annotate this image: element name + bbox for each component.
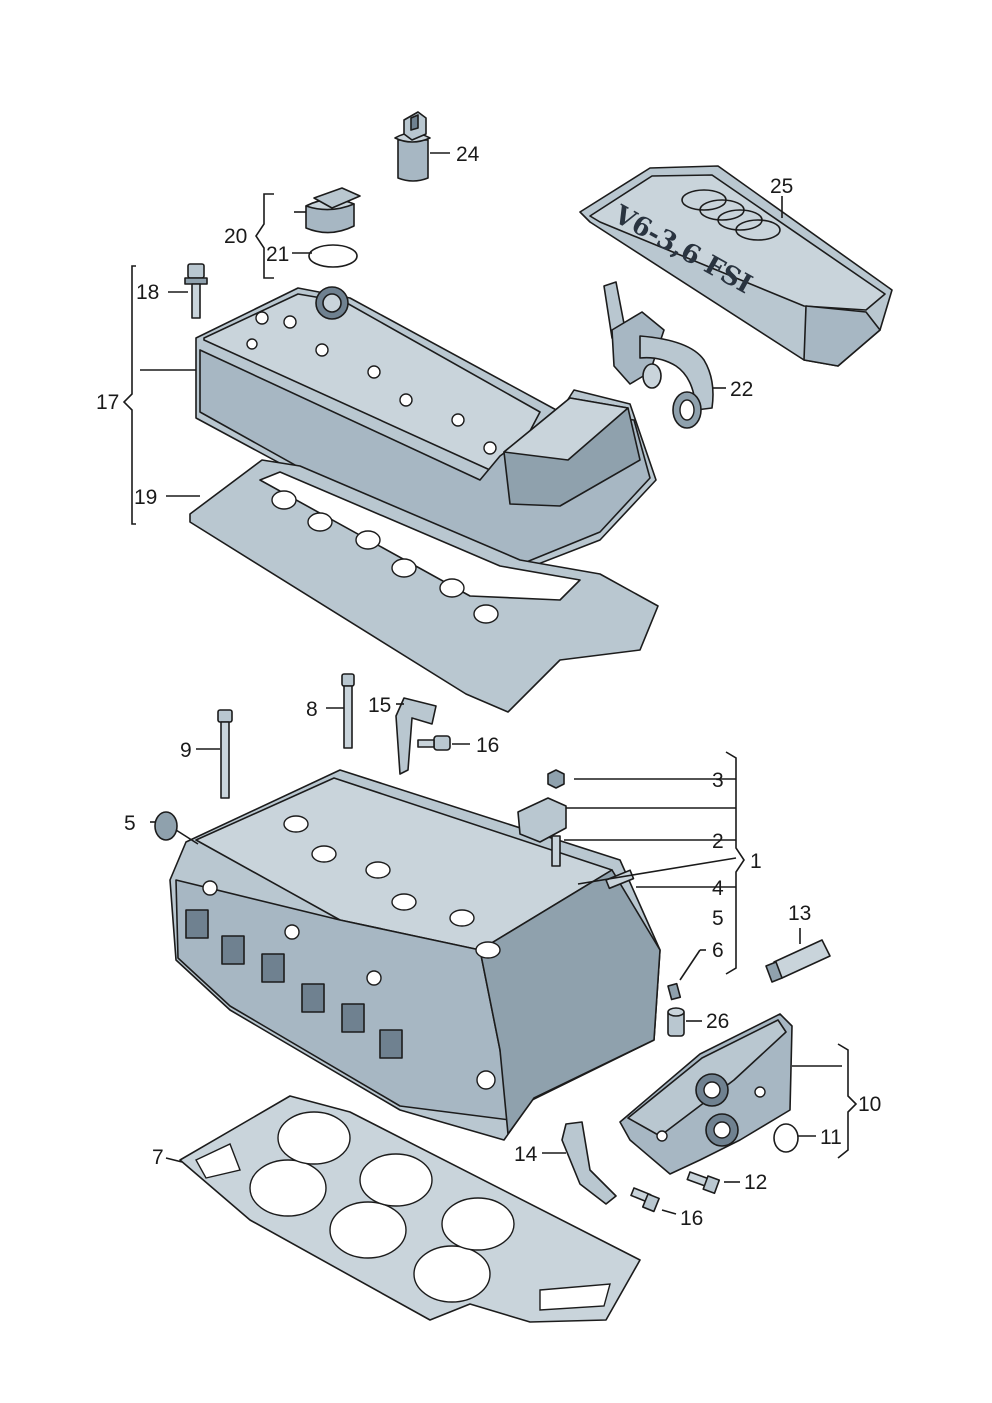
label-16-lower: 16 — [680, 1207, 703, 1230]
part-24-plug — [394, 111, 431, 182]
label-8: 8 — [306, 698, 318, 721]
part-11-seal-ring — [773, 1123, 799, 1153]
label-10: 10 — [858, 1093, 881, 1116]
part-1-bearing-cap — [517, 797, 567, 843]
label-5-left: 5 — [124, 812, 136, 835]
label-4: 4 — [712, 877, 724, 900]
label-14: 14 — [514, 1143, 538, 1166]
label-13: 13 — [788, 902, 811, 925]
label-17: 17 — [96, 391, 119, 414]
part-12-bolt — [686, 1171, 721, 1195]
part-18-bolt — [184, 263, 208, 319]
label-19: 19 — [134, 486, 157, 509]
part-3-nut — [547, 769, 565, 789]
part-17-valve-cover — [195, 286, 657, 579]
label-1: 1 — [750, 850, 762, 873]
part-5-plug — [154, 811, 178, 841]
label-24: 24 — [456, 143, 480, 166]
leader-lines — [122, 152, 858, 1215]
part-22-breather-hose — [603, 281, 714, 429]
label-3: 3 — [712, 769, 724, 792]
part-16-bolt-lower — [630, 1187, 660, 1213]
label-6: 6 — [712, 939, 724, 962]
part-21-o-ring — [308, 244, 358, 268]
label-18: 18 — [136, 281, 159, 304]
label-7: 7 — [152, 1146, 164, 1169]
label-15: 15 — [368, 694, 391, 717]
part-16-bolt-upper — [417, 735, 451, 751]
label-22: 22 — [730, 378, 753, 401]
label-12: 12 — [744, 1171, 767, 1194]
label-25: 25 — [770, 175, 793, 198]
label-2: 2 — [712, 830, 724, 853]
part-labels: 24 25 20 21 18 17 22 19 15 8 16 9 3 5 2 … — [96, 143, 881, 1230]
part-10-timing-cover — [619, 1013, 793, 1175]
part-2-stud — [551, 835, 561, 867]
part-7-head-gasket — [179, 1095, 641, 1323]
part-1-cylinder-head — [169, 769, 661, 1141]
part-6-pin — [667, 982, 682, 1001]
part-14-bracket — [561, 1121, 617, 1205]
part-20-filler-cap — [305, 187, 361, 234]
part-15-bracket — [395, 697, 437, 775]
label-5-right: 5 — [712, 907, 724, 930]
part-8-bolt — [341, 673, 355, 749]
label-26: 26 — [706, 1010, 729, 1033]
part-26-plug — [667, 1007, 685, 1037]
label-11: 11 — [820, 1126, 842, 1149]
label-21: 21 — [266, 243, 289, 266]
part-19-gasket — [189, 459, 659, 713]
part-9-bolt — [217, 709, 233, 799]
label-20: 20 — [224, 225, 247, 248]
part-13-sealant-tube — [765, 939, 831, 983]
label-16-upper: 16 — [476, 734, 499, 757]
label-9: 9 — [180, 739, 192, 762]
